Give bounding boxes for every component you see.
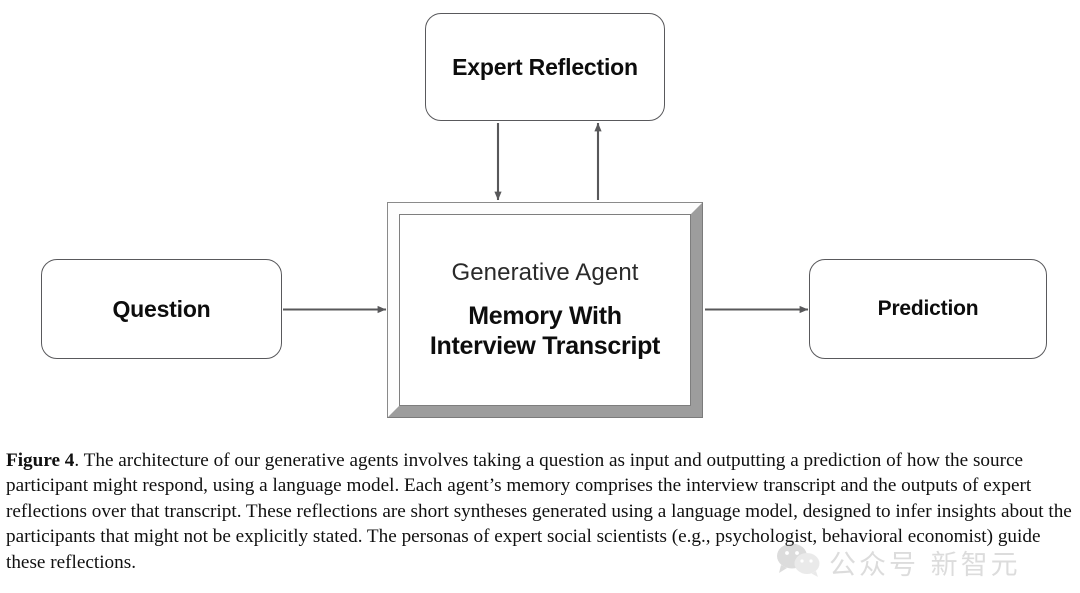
node-generative-agent: Generative Agent Memory With Interview T… <box>387 202 703 418</box>
node-prediction: Prediction <box>809 259 1047 359</box>
node-question: Question <box>41 259 282 359</box>
node-prediction-label: Prediction <box>877 296 979 320</box>
bevel-frame <box>388 203 702 417</box>
figure-diagram: Expert Reflection Question Prediction Ge… <box>41 13 1047 418</box>
node-expert-reflection-label: Expert Reflection <box>452 53 638 80</box>
node-expert-reflection: Expert Reflection <box>425 13 665 121</box>
figure-caption-body: The architecture of our generative agent… <box>6 450 1072 573</box>
node-generative-agent-title: Generative Agent <box>451 258 639 286</box>
figure-caption-number: Figure 4 <box>6 450 75 471</box>
node-generative-agent-body: Generative Agent Memory With Interview T… <box>399 214 691 406</box>
node-question-label: Question <box>112 295 211 322</box>
figure-caption: Figure 4. The architecture of our genera… <box>6 448 1074 575</box>
node-generative-agent-subtitle-line1: Memory With <box>468 301 622 330</box>
node-generative-agent-subtitle-line2: Interview Transcript <box>429 332 661 360</box>
figure-caption-separator: . <box>74 450 84 471</box>
node-generative-agent-subtitle: Memory With Interview Transcript <box>429 301 661 362</box>
